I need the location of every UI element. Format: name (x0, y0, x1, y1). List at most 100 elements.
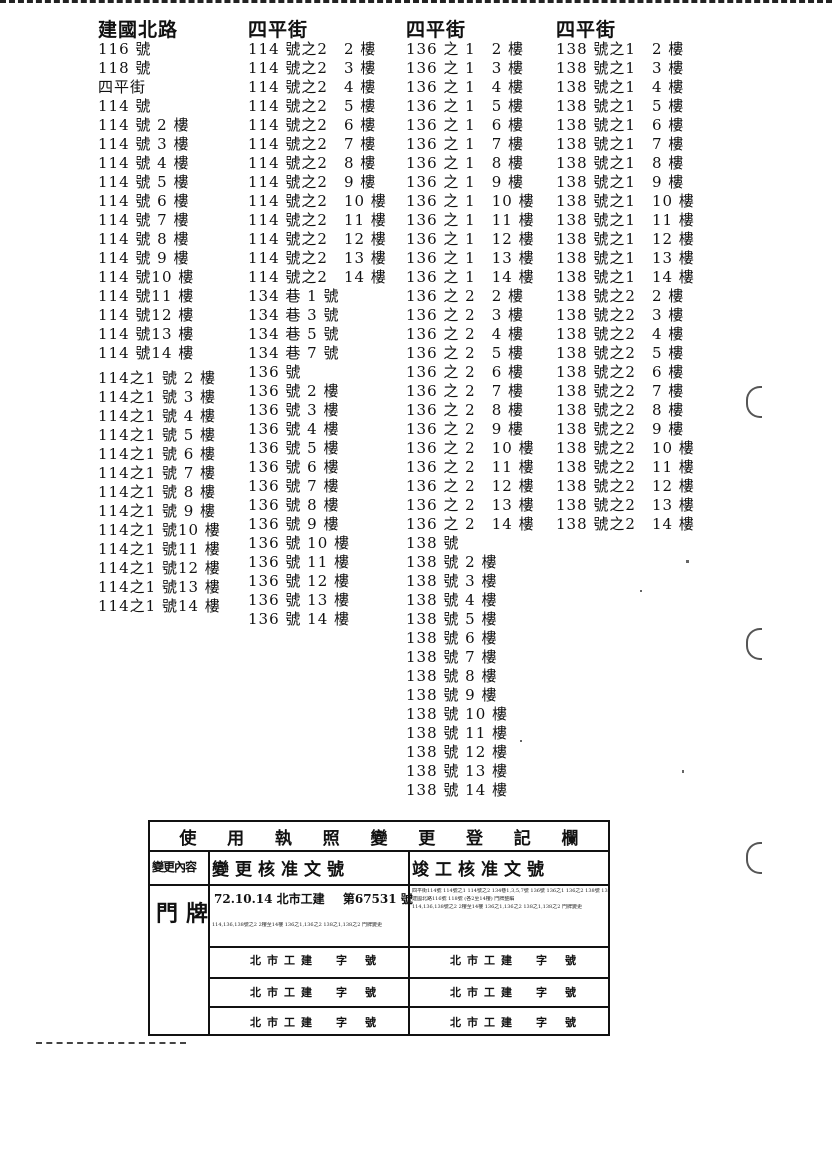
address-line: 138 號之1 9 樓 (556, 173, 685, 191)
address-line: 134 巷 1 號 (248, 287, 340, 305)
address-line: 116 號 (98, 40, 152, 58)
column-heading: 四平街 (556, 19, 617, 41)
blank-entry-right: 北市工建字號 (450, 954, 576, 967)
blank-entry-left: 北市工建字號 (250, 954, 376, 967)
address-line: 136 之 1 11 樓 (406, 211, 535, 229)
address-line: 114 號之2 8 樓 (248, 154, 377, 172)
address-line: 136 之 1 8 樓 (406, 154, 525, 172)
address-line: 136 號 10 樓 (248, 534, 351, 552)
change-registration-stamp: 使用執照變更登記欄 變更內容 變更核准文號 竣工核准文號 門牌 72.10.14… (148, 820, 610, 1036)
address-line: 114 號之2 14 樓 (248, 268, 387, 286)
address-line: 136 之 1 3 樓 (406, 59, 525, 77)
address-line: 136 號 9 樓 (248, 515, 340, 533)
address-line: 138 號之1 2 樓 (556, 40, 685, 58)
address-line: 138 號 3 樓 (406, 572, 498, 590)
address-line: 136 號 13 樓 (248, 591, 351, 609)
address-line: 134 巷 7 號 (248, 344, 340, 362)
address-line: 138 號之2 11 樓 (556, 458, 695, 476)
address-line: 138 號 14 樓 (406, 781, 509, 799)
address-line: 114 號 6 樓 (98, 192, 190, 210)
address-line: 136 號 6 樓 (248, 458, 340, 476)
address-line: 114之1 號 3 樓 (98, 388, 217, 406)
top-dashed-line (0, 0, 832, 11)
approval-date: 72.10.14 (214, 892, 273, 906)
address-line: 136 之 2 7 樓 (406, 382, 525, 400)
address-line: 136 號 4 樓 (248, 420, 340, 438)
address-line: 136 號 2 樓 (248, 382, 340, 400)
address-line: 136 之 1 4 樓 (406, 78, 525, 96)
address-line: 136 之 1 2 樓 (406, 40, 525, 58)
address-line: 136 之 2 12 樓 (406, 477, 535, 495)
blank-entry-right: 北市工建字號 (450, 1016, 576, 1029)
address-line: 136 號 8 樓 (248, 496, 340, 514)
stamp-title-char: 照 (322, 828, 340, 849)
address-line: 四平街 (98, 78, 147, 96)
address-line: 138 號之1 6 樓 (556, 116, 685, 134)
stamp-title-char: 記 (513, 828, 531, 849)
address-line: 136 之 1 9 樓 (406, 173, 525, 191)
row-label: 變更內容 (152, 860, 197, 874)
address-line: 136 之 2 10 樓 (406, 439, 535, 457)
address-line: 114 號11 樓 (98, 287, 195, 305)
address-line: 138 號之1 14 樓 (556, 268, 695, 286)
stamp-divider (210, 946, 608, 948)
address-line: 138 號之2 14 樓 (556, 515, 695, 533)
address-line: 114 號之2 7 樓 (248, 135, 377, 153)
stamp-divider (208, 852, 210, 1034)
address-line: 114 號 4 樓 (98, 154, 190, 172)
approval-number-heading: 變更核准文號 (212, 860, 350, 880)
stamp-title-char: 登 (465, 828, 483, 849)
address-line: 138 號之1 4 樓 (556, 78, 685, 96)
address-line: 138 號 2 樓 (406, 553, 498, 571)
scan-speck (682, 770, 684, 773)
address-line: 136 之 1 7 樓 (406, 135, 525, 153)
address-line: 136 之 1 10 樓 (406, 192, 535, 210)
address-line: 136 號 (248, 363, 302, 381)
address-line: 136 之 2 2 樓 (406, 287, 525, 305)
address-line: 138 號之1 10 樓 (556, 192, 695, 210)
address-line: 114 號之2 9 樓 (248, 173, 377, 191)
address-line: 136 之 2 14 樓 (406, 515, 535, 533)
address-line: 138 號之2 2 樓 (556, 287, 685, 305)
scan-speck (520, 740, 522, 742)
address-line: 114之1 號 8 樓 (98, 483, 217, 501)
address-line: 138 號之1 13 樓 (556, 249, 695, 267)
address-line: 136 之 1 5 樓 (406, 97, 525, 115)
address-line: 136 之 1 13 樓 (406, 249, 535, 267)
address-line: 136 之 2 8 樓 (406, 401, 525, 419)
address-line: 114 號 2 樓 (98, 116, 190, 134)
address-line: 138 號之2 12 樓 (556, 477, 695, 495)
address-line: 118 號 (98, 59, 152, 77)
binder-hole-mark (746, 842, 762, 874)
binder-hole-mark (746, 386, 762, 418)
fine-print-line: 四平街114號 114號之1 114號之2 134巷1,3,5,7號 136號 … (412, 888, 608, 894)
address-line: 114 號 9 樓 (98, 249, 190, 267)
address-line: 114 號之2 2 樓 (248, 40, 377, 58)
stamp-title-char: 用 (227, 828, 245, 849)
approval-number: 第67531 (342, 892, 397, 906)
address-line: 136 號 3 樓 (248, 401, 340, 419)
stamp-title-char: 變 (370, 828, 388, 849)
address-line: 114 號 8 樓 (98, 230, 190, 248)
address-line: 114 號 3 樓 (98, 135, 190, 153)
address-line: 114 號14 樓 (98, 344, 195, 362)
address-line: 138 號 12 樓 (406, 743, 509, 761)
blank-entry-left: 北市工建字號 (250, 986, 376, 999)
address-line: 114之1 號 9 樓 (98, 502, 217, 520)
address-line: 134 巷 5 號 (248, 325, 340, 343)
address-line: 138 號之2 9 樓 (556, 420, 685, 438)
column-heading: 四平街 (406, 19, 467, 41)
address-line: 138 號 (406, 534, 460, 552)
address-line: 136 之 2 6 樓 (406, 363, 525, 381)
address-line: 138 號之1 11 樓 (556, 211, 695, 229)
address-line: 138 號 8 樓 (406, 667, 498, 685)
address-line: 138 號之2 13 樓 (556, 496, 695, 514)
address-line: 114之1 號 6 樓 (98, 445, 217, 463)
stamp-divider (150, 884, 608, 886)
address-line: 138 號之2 8 樓 (556, 401, 685, 419)
address-line: 136 號 12 樓 (248, 572, 351, 590)
address-line: 138 號之2 4 樓 (556, 325, 685, 343)
